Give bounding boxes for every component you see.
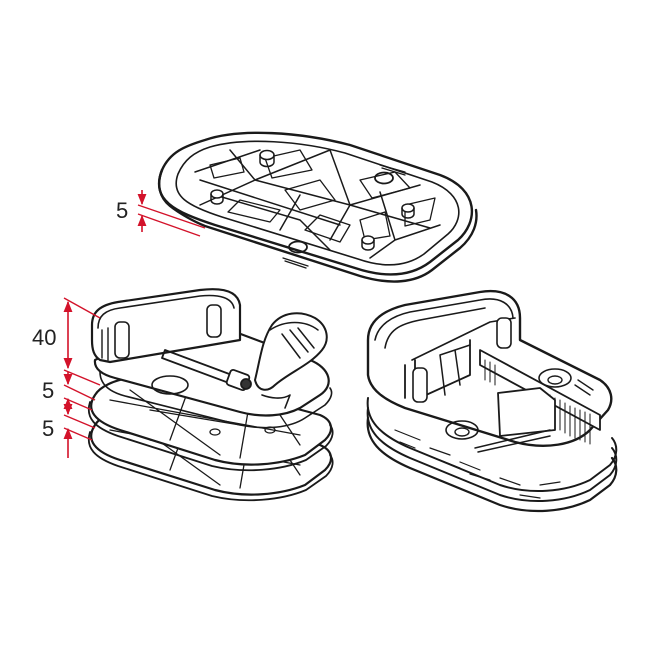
- dimension-label-spacer-2: 5: [42, 416, 54, 441]
- pad-housing-stacked: [366, 289, 618, 513]
- dimension-label-spacer-1: 5: [42, 378, 54, 403]
- dimension-spacer-top: [137, 190, 206, 237]
- dimension-label-spacer-top: 5: [116, 198, 128, 223]
- dimension-left-stack: [63, 297, 101, 458]
- pad-with-two-spacers: [87, 288, 334, 502]
- dimension-label-housing-height: 40: [32, 325, 56, 350]
- spacer-plate-top: [157, 131, 478, 283]
